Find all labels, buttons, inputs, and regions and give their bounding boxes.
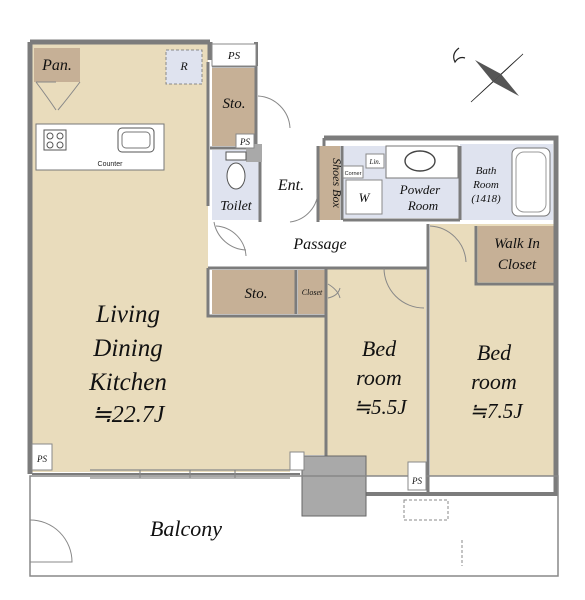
bedroom-1-size: ≒5.5J	[353, 395, 408, 419]
shoes-box-label: Shoes Box	[330, 158, 344, 208]
washbasin-icon	[404, 150, 436, 172]
ps-box-small	[235, 133, 255, 149]
ps-box-top	[211, 43, 257, 67]
balcony-frame	[29, 475, 559, 577]
walk-in-closet-label-1: Walk In	[494, 236, 540, 252]
corner-box	[342, 165, 364, 179]
bath-room-label-2: Room	[472, 179, 499, 191]
north-compass-icon	[453, 44, 531, 112]
sink-icon	[117, 127, 155, 153]
passage-floor	[210, 222, 422, 266]
ldk-label-3: Kitchen	[88, 369, 167, 396]
bath-room-label-1: Bath	[476, 165, 497, 177]
storage-top-floor	[212, 68, 256, 146]
powder-room-label-1: Powder	[399, 182, 441, 197]
ps-box-corner	[289, 451, 305, 471]
balcony-floor	[30, 476, 558, 576]
bedroom-2-label-2: room	[471, 369, 517, 394]
shoes-box-floor	[318, 146, 340, 220]
washer-space	[345, 179, 383, 215]
ps-box-ldk	[31, 443, 53, 471]
bedroom-2-size: ≒7.5J	[469, 399, 524, 423]
closet-label: Closet	[302, 288, 323, 297]
closet-floor	[298, 270, 326, 314]
storage-top-label: Sto.	[223, 96, 246, 112]
entrance-label: Ent.	[277, 177, 304, 194]
ps-top-label: PS	[227, 50, 241, 62]
ps-small-label: PS	[239, 137, 250, 147]
storage-mid-floor	[212, 270, 296, 314]
ps-ldk-label: PS	[36, 454, 47, 464]
ldk-label-2: Dining	[92, 335, 162, 362]
ldk-label-1: Living	[95, 301, 160, 328]
toilet-label: Toilet	[220, 199, 252, 214]
counter-label: Counter	[98, 161, 124, 168]
storage-mid-label: Sto.	[245, 286, 268, 302]
bedroom-2-label-1: Bed	[477, 340, 512, 365]
ldk-size: ≒22.7J	[92, 402, 166, 428]
passage-label: Passage	[292, 236, 346, 253]
walk-in-closet-floor	[478, 226, 554, 282]
toilet-icon	[225, 151, 247, 190]
ps-box-bed	[407, 461, 427, 491]
bedroom-1-label-1: Bed	[362, 336, 397, 361]
windows	[90, 469, 290, 479]
bath-room-size: (1418)	[471, 193, 501, 205]
doors	[35, 81, 467, 309]
bathtub	[511, 147, 551, 217]
stove-icon	[43, 129, 67, 151]
entrance-floor	[262, 146, 318, 220]
bathtub-inner	[515, 151, 547, 213]
ps-bed-label: PS	[411, 476, 422, 486]
washer-label: W	[359, 190, 371, 205]
balcony-label: Balcony	[150, 516, 222, 541]
pantry-label: Pan.	[41, 57, 72, 74]
refrigerator-label: R	[179, 59, 188, 73]
corner-label: Corner	[345, 171, 362, 177]
walk-in-closet-label-2: Closet	[498, 257, 537, 273]
pantry-floor	[34, 48, 80, 82]
bedroom-1-label-2: room	[356, 365, 402, 390]
refrigerator-space	[165, 49, 203, 85]
powder-room-label-2: Room	[407, 198, 438, 213]
linen-box	[365, 153, 385, 169]
walls	[27, 39, 559, 496]
linen-label: Lin.	[368, 158, 380, 166]
column	[301, 455, 367, 517]
